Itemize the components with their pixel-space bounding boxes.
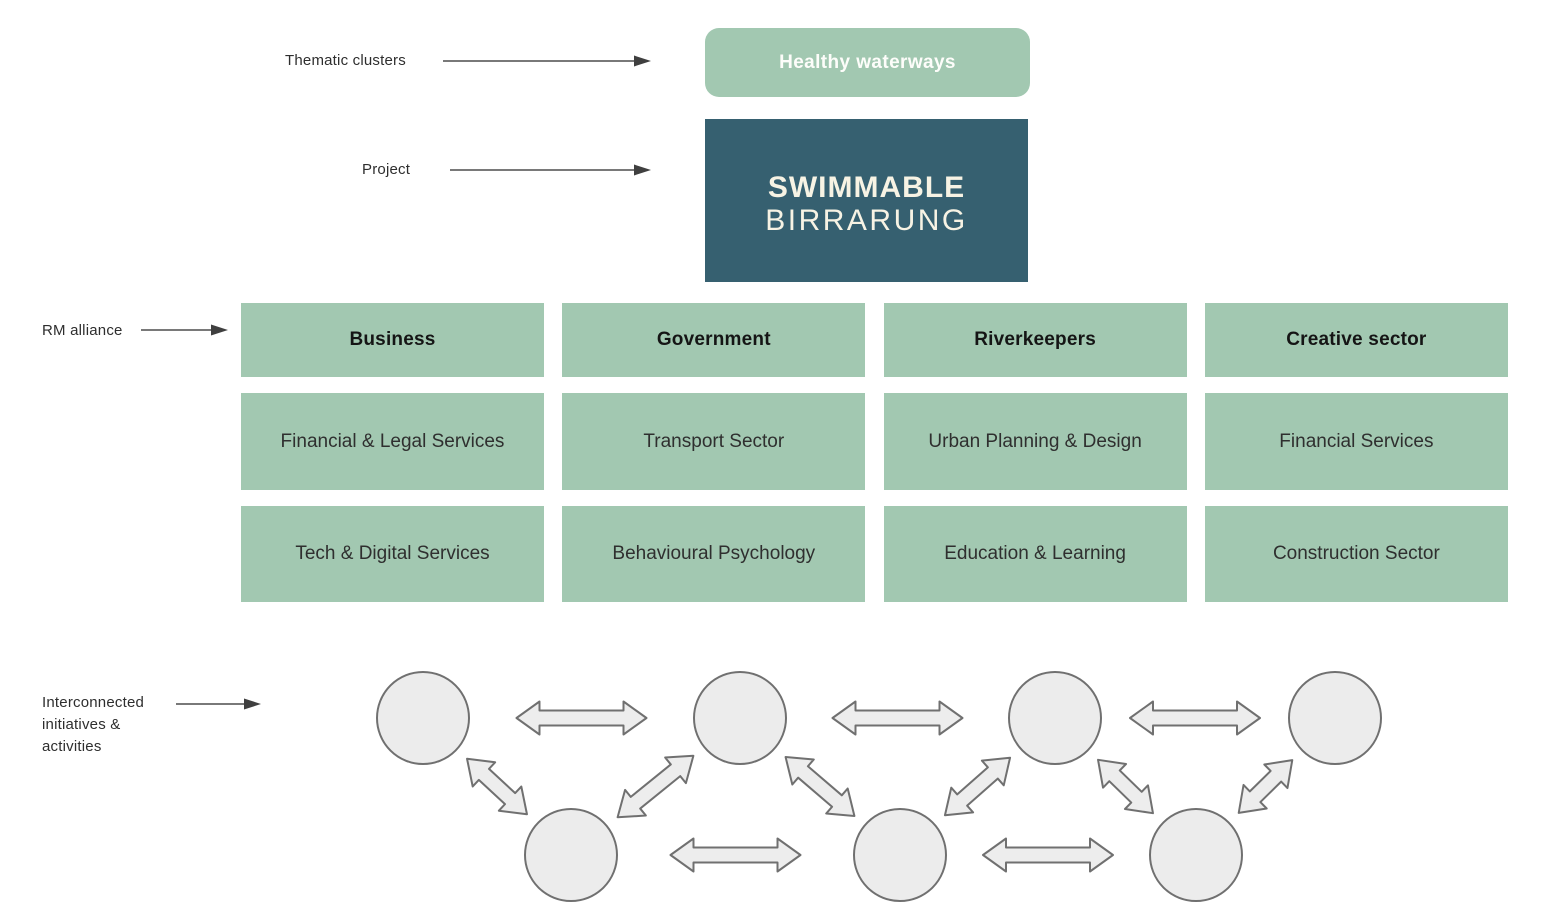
initiative-node-circle — [376, 671, 470, 765]
double-arrow-connector-icon — [466, 757, 528, 816]
double-arrow-connector-icon — [669, 837, 802, 873]
project-logo-line2: BIRRARUNG — [765, 204, 968, 237]
alliance-grid: Business Government Riverkeepers Creativ… — [241, 303, 1508, 602]
double-arrow-connector-icon — [831, 700, 964, 736]
double-arrow-connector-icon — [616, 754, 695, 819]
alliance-cell-construction-sector: Construction Sector — [1204, 506, 1508, 602]
double-arrow-connector-icon — [784, 756, 856, 817]
alliance-cell-financial-services: Financial Services — [1204, 393, 1508, 490]
label-interconnected-initiatives: Interconnected initiatives & activities — [42, 694, 145, 755]
label-thematic-clusters: Thematic clusters — [285, 52, 406, 69]
initiative-node-circle — [524, 808, 618, 902]
initiatives-network-diagram — [376, 671, 1382, 902]
double-arrow-connector-icon — [1097, 758, 1154, 815]
alliance-cell-education-learning: Education & Learning — [883, 506, 1187, 602]
label-rm-alliance: RM alliance — [42, 322, 123, 339]
initiative-node-circle — [693, 671, 787, 765]
alliance-header-riverkeepers: Riverkeepers — [883, 303, 1187, 377]
initiative-node-circle — [853, 808, 947, 902]
project-logo-box: SWIMMABLE BIRRARUNG — [705, 119, 1028, 282]
initiative-node-circle — [1288, 671, 1382, 765]
initiative-node-circle — [1149, 808, 1243, 902]
alliance-cell-tech-digital-services: Tech & Digital Services — [241, 506, 544, 602]
rm-alliance-arrow-icon — [141, 324, 228, 336]
thematic-cluster-title: Healthy waterways — [779, 51, 956, 73]
alliance-cell-financial-legal-services: Financial & Legal Services — [241, 393, 544, 490]
initiative-node-circle — [1008, 671, 1102, 765]
label-project: Project — [362, 161, 411, 178]
alliance-header-creative-sector: Creative sector — [1204, 303, 1508, 377]
interconnected-arrow-icon — [176, 698, 261, 710]
double-arrow-connector-icon — [943, 756, 1012, 817]
double-arrow-connector-icon — [982, 837, 1114, 873]
alliance-header-business: Business — [241, 303, 544, 377]
alliance-cell-behavioural-psychology: Behavioural Psychology — [562, 506, 866, 602]
project-logo-line1: SWIMMABLE — [767, 171, 966, 204]
double-arrow-connector-icon — [515, 700, 648, 736]
alliance-cell-urban-planning-design: Urban Planning & Design — [883, 393, 1187, 490]
thematic-cluster-box: Healthy waterways — [705, 28, 1030, 97]
double-arrow-connector-icon — [1129, 700, 1261, 736]
project-arrow-icon — [450, 164, 651, 176]
double-arrow-connector-icon — [1237, 759, 1294, 814]
alliance-header-government: Government — [562, 303, 866, 377]
alliance-cell-transport-sector: Transport Sector — [562, 393, 866, 490]
thematic-clusters-arrow-icon — [443, 55, 651, 67]
